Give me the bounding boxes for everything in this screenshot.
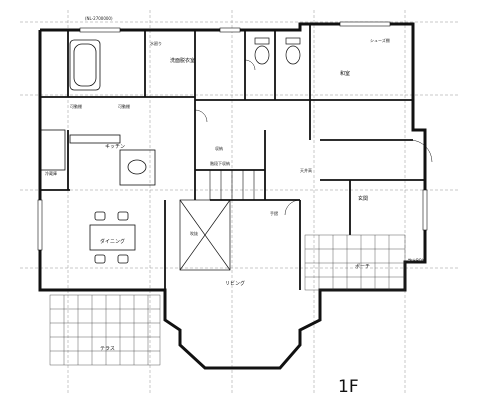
note-handrail: 手摺 [270, 210, 278, 216]
label-terrace: テラス [100, 346, 115, 352]
label-mizumawari: 水廻り [150, 40, 162, 46]
stair [209, 169, 266, 201]
label-top-note: (NL-2700000) [85, 16, 113, 21]
note-ceiling-height: 天井高 [300, 167, 312, 173]
label-kadoudana-2: 可動棚 [118, 103, 130, 109]
bathtub-icon [69, 39, 101, 91]
floor-label: 1F [338, 377, 359, 397]
door-swings [194, 59, 433, 216]
label-living: リビング [225, 280, 245, 287]
label-genkan: 玄関 [358, 195, 368, 202]
windows [37, 21, 428, 251]
dining-table [89, 211, 136, 264]
porch-grid [304, 234, 406, 291]
outer-walls [38, 22, 427, 370]
label-kitchen: キッチン [105, 144, 125, 150]
label-porch: ポーチ [355, 263, 370, 270]
label-dining: ダイニング [100, 238, 125, 245]
label-senmenjo: 洗面脱衣室 [170, 57, 195, 64]
note-stair-storage: 階段下収納 [210, 160, 230, 166]
label-washitsu: 和室 [340, 70, 350, 77]
label-fridge: 冷蔵庫 [45, 170, 57, 176]
toilet-icon [254, 37, 301, 65]
interior-walls [40, 24, 425, 290]
grid-lines [20, 10, 460, 395]
label-shoe-shelf: シューズ棚 [370, 37, 390, 43]
kitchen-counter [39, 129, 156, 186]
note-void: 吹抜 [190, 230, 198, 236]
label-kadoudana-1: 可動棚 [70, 103, 82, 109]
label-storage: 収納 [215, 145, 223, 151]
terrace-grid [49, 294, 161, 366]
void-x [179, 199, 231, 271]
label-box: 散水BOX [408, 257, 425, 263]
